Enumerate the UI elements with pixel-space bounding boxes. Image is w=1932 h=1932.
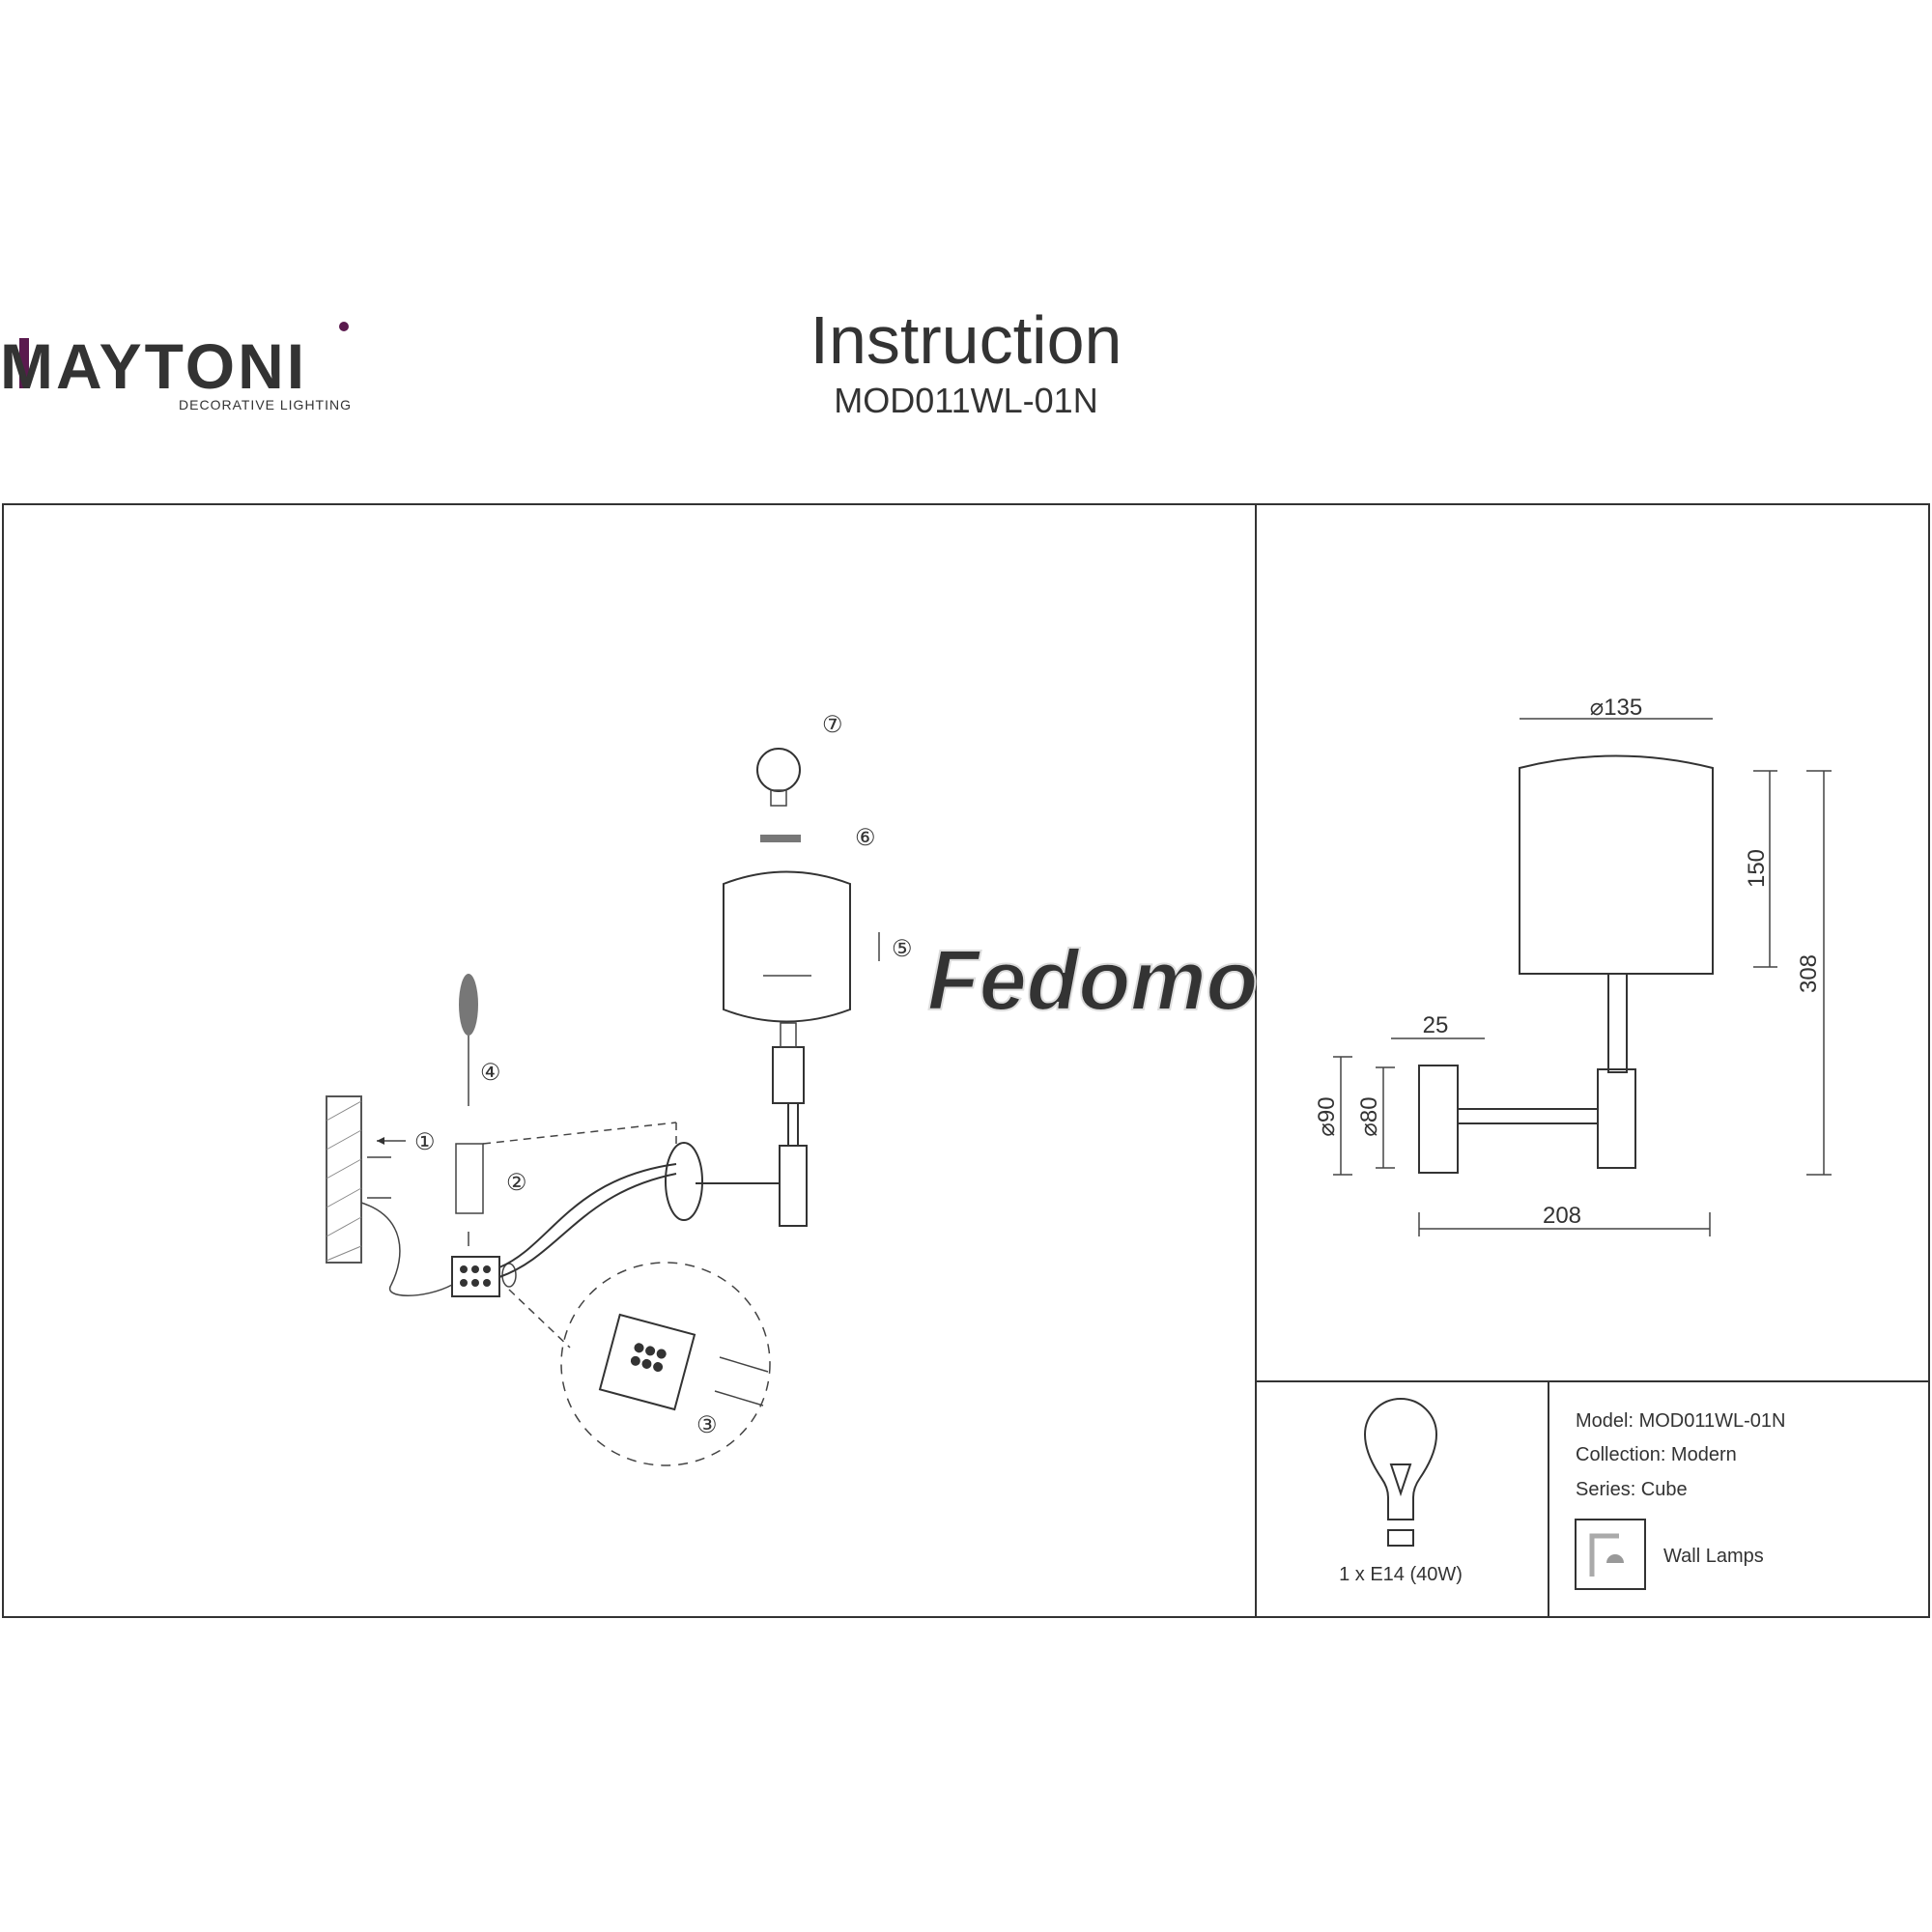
dim-base-outer: ⌀90 xyxy=(1314,1096,1340,1136)
info-series: Series: Cube xyxy=(1576,1479,1688,1500)
info-type: Wall Lamps xyxy=(1663,1546,1764,1567)
info-collection: Collection: Modern xyxy=(1576,1444,1737,1465)
lamp-spec: 1 x E14 (40W) xyxy=(1339,1564,1463,1585)
maytoni-logo: MAYTONI DECORATIVE LIGHTING xyxy=(0,322,352,412)
step-1: ① xyxy=(414,1129,436,1155)
assembly-diagram: Fedomo ① ② xyxy=(326,712,1259,1466)
wall-lamp-icon xyxy=(1575,1519,1646,1590)
page-title: Instruction xyxy=(810,302,1122,378)
model-subtitle: MOD011WL-01N xyxy=(834,381,1097,420)
step-7: ⑦ xyxy=(822,712,843,738)
step-5: ⑤ xyxy=(892,936,913,962)
svg-text:MAYTONI: MAYTONI xyxy=(0,330,307,402)
dim-base-depth: 25 xyxy=(1423,1012,1449,1038)
dim-total-height: 308 xyxy=(1796,954,1822,993)
dim-total-depth: 208 xyxy=(1543,1203,1581,1229)
step-6: ⑥ xyxy=(855,825,876,851)
step-4: ④ xyxy=(480,1060,501,1086)
step-2: ② xyxy=(506,1170,527,1196)
bulb-icon xyxy=(1363,1398,1438,1547)
info-model: Model: MOD011WL-01N xyxy=(1576,1410,1785,1432)
frame xyxy=(2,503,1930,1618)
dim-shade-diameter: ⌀135 xyxy=(1590,695,1643,721)
watermark: Fedomo xyxy=(927,932,1258,1028)
dim-shade-height: 150 xyxy=(1744,849,1770,888)
step-3: ③ xyxy=(696,1412,718,1438)
svg-text:DECORATIVE LIGHTING: DECORATIVE LIGHTING xyxy=(179,397,352,412)
dim-base-inner: ⌀80 xyxy=(1356,1096,1382,1136)
wall xyxy=(326,1095,362,1264)
dimension-drawing: ⌀135 150 308 25 ⌀90 ⌀80 208 xyxy=(1314,695,1832,1236)
